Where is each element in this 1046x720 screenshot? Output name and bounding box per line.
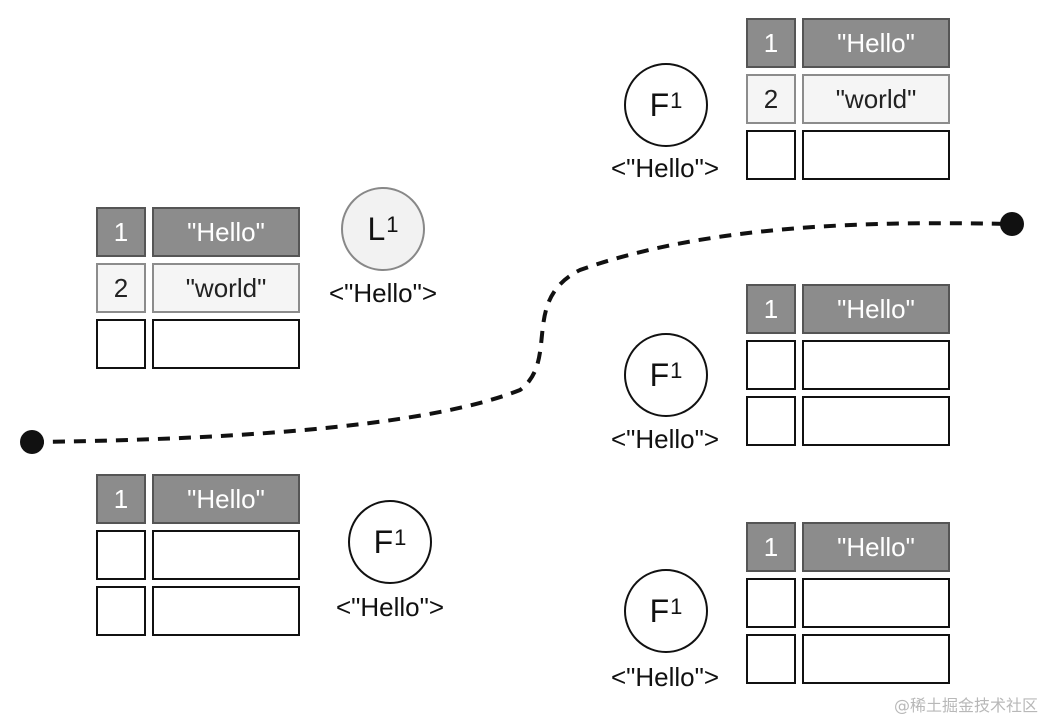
log-value-cell <box>152 586 300 636</box>
node-caption: <"Hello"> <box>610 153 720 183</box>
partition-dashed-line <box>31 221 1013 444</box>
log-index-cell: 2 <box>746 74 796 124</box>
log-index-cell: 2 <box>96 263 146 313</box>
log-index-cell <box>96 319 146 369</box>
log-index-cell <box>746 396 796 446</box>
log-table-follower: 1 "Hello" <box>96 474 300 636</box>
log-value-cell: "Hello" <box>802 284 950 334</box>
watermark: @稀土掘金技术社区 <box>893 696 1038 715</box>
node-caption: <"Hello"> <box>610 424 720 454</box>
log-value-cell <box>152 530 300 580</box>
log-value-cell <box>802 340 950 390</box>
log-value-cell: "Hello" <box>152 207 300 257</box>
node-letter: F <box>649 592 670 629</box>
log-index-cell: 1 <box>746 522 796 572</box>
log-index-cell: 1 <box>746 284 796 334</box>
log-index-cell <box>746 130 796 180</box>
log-index-cell <box>96 530 146 580</box>
log-value-cell: "Hello" <box>802 522 950 572</box>
log-value-cell: "Hello" <box>802 18 950 68</box>
node-term: 1 <box>670 88 683 113</box>
log-index-cell <box>96 586 146 636</box>
node-letter: L <box>367 210 386 247</box>
log-index-cell <box>746 340 796 390</box>
log-table-follower: 1 "Hello" <box>746 284 950 446</box>
log-value-cell: "world" <box>802 74 950 124</box>
node-caption: <"Hello"> <box>610 662 720 692</box>
node-caption: <"Hello"> <box>328 278 438 308</box>
node-term: 1 <box>386 212 399 237</box>
node-letter: F <box>649 86 670 123</box>
path-start-dot <box>20 430 44 454</box>
log-index-cell: 1 <box>746 18 796 68</box>
node-letter: F <box>649 356 670 393</box>
log-value-cell: "Hello" <box>152 474 300 524</box>
log-index-cell: 1 <box>96 474 146 524</box>
log-value-cell <box>152 319 300 369</box>
path-end-dot <box>1000 212 1024 236</box>
node-letter: F <box>373 523 394 560</box>
log-value-cell <box>802 396 950 446</box>
log-value-cell <box>802 634 950 684</box>
log-table-follower: 1 "Hello" <box>746 522 950 684</box>
log-value-cell: "world" <box>152 263 300 313</box>
log-table-leader: 1 "Hello" 2 "world" <box>96 207 300 369</box>
node-term: 1 <box>670 358 683 383</box>
log-value-cell <box>802 130 950 180</box>
log-table-follower: 1 "Hello" 2 "world" <box>746 18 950 180</box>
log-index-cell: 1 <box>96 207 146 257</box>
log-value-cell <box>802 578 950 628</box>
node-term: 1 <box>394 525 407 550</box>
log-index-cell <box>746 634 796 684</box>
node-caption: <"Hello"> <box>335 592 445 622</box>
node-term: 1 <box>670 594 683 619</box>
log-index-cell <box>746 578 796 628</box>
